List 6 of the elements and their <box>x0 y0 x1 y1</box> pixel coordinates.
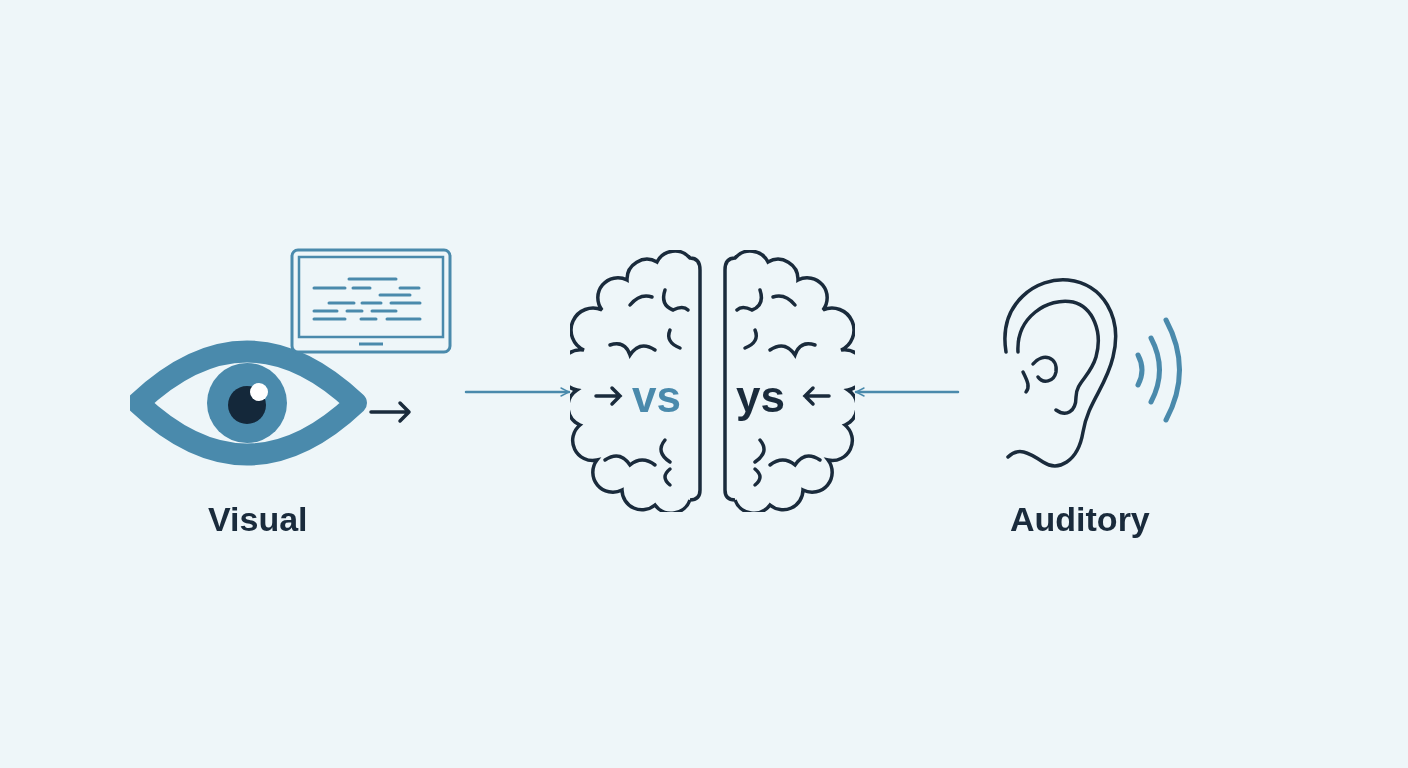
caption-label: Visual <box>208 500 308 539</box>
arrow <box>464 387 571 397</box>
caption-label: Auditory <box>1010 500 1150 539</box>
arrow <box>854 387 960 397</box>
brain-text: vs <box>632 372 681 422</box>
brain-text: ys <box>736 372 785 422</box>
